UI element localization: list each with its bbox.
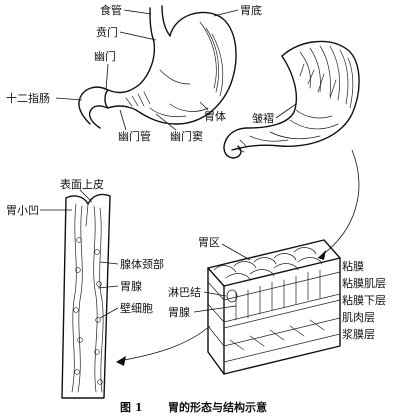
label-muscularis: 肌肉层 bbox=[342, 311, 375, 324]
label-body: 胃体 bbox=[204, 109, 226, 123]
arrow-to-mucosa-column bbox=[123, 325, 211, 361]
arrow-to-wall-block bbox=[317, 149, 360, 259]
label-rugae: 皱褶 bbox=[252, 111, 274, 125]
label-pyloric-antrum: 幽门窦 bbox=[170, 129, 203, 143]
label-gastric-area: 胃区 bbox=[198, 236, 220, 249]
figure-number: 图 1 bbox=[120, 401, 142, 414]
mucosa-column-drawing bbox=[61, 193, 111, 399]
label-fundus: 胃底 bbox=[240, 3, 262, 17]
label-muscularis-mucosae: 粘膜肌层 bbox=[342, 276, 386, 290]
label-gastric-gland-block: 胃腺 bbox=[168, 305, 190, 319]
arrowhead-to-wall-block bbox=[318, 250, 326, 260]
label-gastric-pit: 胃小凹 bbox=[6, 204, 39, 217]
label-gastric-gland-left: 胃腺 bbox=[120, 279, 142, 293]
label-pyloric-canal: 幽门管 bbox=[118, 129, 151, 143]
label-lymph-nodule: 淋巴结 bbox=[168, 286, 201, 299]
label-esophagus: 食管 bbox=[100, 3, 122, 17]
external-labels: 食管 贲门 胃底 幽门 十二指肠 胃体 幽门管 幽门窦 bbox=[6, 3, 262, 143]
label-submucosa: 粘膜下层 bbox=[342, 293, 386, 307]
label-parietal-cell: 壁细胞 bbox=[120, 301, 153, 315]
label-serosa: 浆膜层 bbox=[342, 327, 375, 341]
label-duodenum: 十二指肠 bbox=[6, 91, 50, 105]
arrowhead-to-mucosa-column bbox=[116, 356, 126, 366]
opened-stomach-drawing bbox=[223, 40, 360, 159]
stomach-wall-block-drawing bbox=[207, 239, 341, 375]
figure-caption: 胃的形态与结构示意 bbox=[168, 400, 267, 414]
label-mucosa: 粘膜 bbox=[342, 259, 364, 273]
external-stomach-drawing bbox=[78, 5, 237, 129]
label-surface-epithelium: 表面上皮 bbox=[60, 177, 104, 191]
label-cardia: 贲门 bbox=[96, 25, 118, 39]
label-gland-neck: 腺体颈部 bbox=[120, 257, 164, 271]
label-pylorus: 幽门 bbox=[94, 49, 116, 63]
